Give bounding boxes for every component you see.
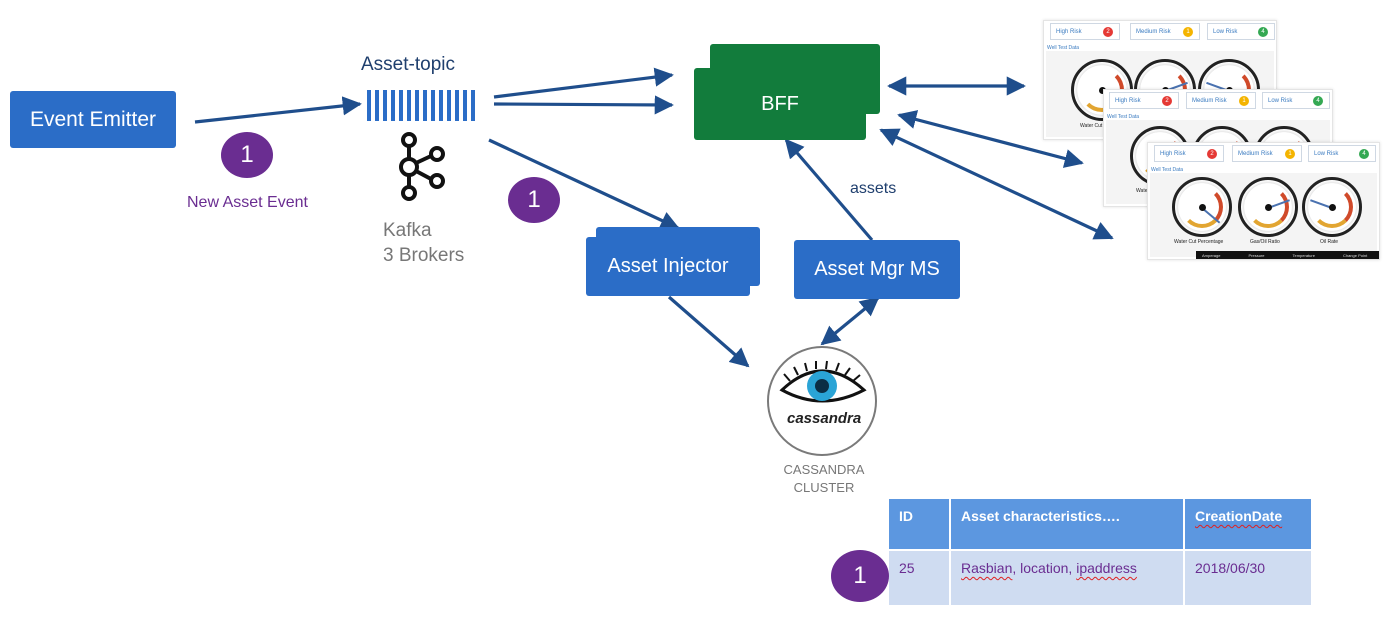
low-risk-count: 4 <box>1359 149 1369 159</box>
high-risk-count: 2 <box>1103 27 1113 37</box>
medium-risk-chip: Medium Risk 1 <box>1130 23 1200 40</box>
asset-table: ID Asset characteristics…. CreationDate … <box>887 497 1313 607</box>
cassandra-cluster-line1: CASSANDRA <box>783 462 865 477</box>
table-header-id: ID <box>889 499 949 549</box>
high-risk-chip: High Risk 2 <box>1050 23 1120 40</box>
edge-cassandra-to-mgr <box>820 296 880 346</box>
cassandra-cluster-label: CASSANDRA CLUSTER <box>779 461 869 497</box>
medium-risk-label: Medium Risk <box>1238 150 1273 157</box>
kafka-name: Kafka <box>383 220 432 241</box>
edge-topic-to-bff-2 <box>493 95 674 115</box>
edge-emitter-to-topic <box>194 96 362 124</box>
high-risk-count: 2 <box>1162 96 1172 106</box>
kafka-label: Kafka 3 Brokers <box>383 218 464 268</box>
step-badge-row: 1 <box>831 550 889 602</box>
high-risk-label: High Risk <box>1056 28 1082 35</box>
asset-injector-node: Asset Injector <box>586 237 750 296</box>
step-badge-inject: 1 <box>508 177 560 223</box>
characteristics-os: Rasbian <box>961 560 1013 576</box>
bff-label: BFF <box>761 92 799 115</box>
asset-mgr-ms-label: Asset Mgr MS <box>814 258 940 280</box>
assets-edge-label: assets <box>850 180 897 197</box>
gauge-icon <box>1238 177 1298 237</box>
edge-injector-to-cassandra <box>667 295 750 368</box>
low-risk-count: 4 <box>1258 27 1268 37</box>
gauge-caption-water-cut: Water Cut Percentage <box>1174 239 1224 245</box>
characteristics-location: , location, <box>1012 560 1077 576</box>
medium-risk-label: Medium Risk <box>1192 97 1227 104</box>
low-risk-chip: Low Risk 4 <box>1308 145 1376 162</box>
well-test-data-title: Well Test Data <box>1047 45 1080 51</box>
gauge-caption-oil-rate: Oil Rate <box>1320 239 1339 245</box>
high-risk-label: High Risk <box>1115 97 1141 104</box>
medium-risk-chip: Medium Risk 1 <box>1232 145 1302 162</box>
legend-amperage: Amperage <box>1202 252 1221 258</box>
cassandra-cluster-line2: CLUSTER <box>793 480 855 495</box>
creation-date-text: CreationDate <box>1195 508 1283 524</box>
dashboard-legend-bar: Amperage Pressure Temperature Change Poi… <box>1196 251 1379 259</box>
topic-queue-icon <box>367 90 475 121</box>
medium-risk-count: 1 <box>1239 96 1249 106</box>
table-header-row: ID Asset characteristics…. CreationDate <box>889 499 1311 549</box>
gauge-caption-partial: Water Cut Pe <box>1080 123 1110 129</box>
high-risk-chip: High Risk 2 <box>1109 92 1179 109</box>
bff-node: BFF <box>694 68 866 140</box>
medium-risk-chip: Medium Risk 1 <box>1186 92 1256 109</box>
high-risk-label: High Risk <box>1160 150 1186 157</box>
low-risk-label: Low Risk <box>1314 150 1339 157</box>
event-emitter-label: Event Emitter <box>29 107 157 131</box>
asset-topic-label: Asset-topic <box>361 54 455 75</box>
table-header-creation-date: CreationDate <box>1185 499 1311 549</box>
edge-topic-to-bff-1 <box>493 67 674 99</box>
gauge-caption-partial: Water <box>1136 188 1150 194</box>
table-cell-creation-date: 2018/06/30 <box>1185 551 1311 605</box>
legend-pressure: Pressure <box>1248 252 1265 258</box>
low-risk-label: Low Risk <box>1213 28 1238 35</box>
new-asset-event-label: New Asset Event <box>187 194 308 211</box>
edge-topic-to-injector <box>488 138 680 230</box>
event-emitter-node: Event Emitter <box>10 91 176 148</box>
legend-change-point: Change Point <box>1342 252 1368 258</box>
gauge-icon <box>1172 177 1232 237</box>
well-test-data-title: Well Test Data <box>1107 114 1140 120</box>
medium-risk-count: 1 <box>1183 27 1193 37</box>
gauge-icon <box>1302 177 1362 237</box>
medium-risk-count: 1 <box>1285 149 1295 159</box>
medium-risk-label: Medium Risk <box>1136 28 1171 35</box>
table-header-characteristics: Asset characteristics…. <box>951 499 1183 549</box>
well-test-data-title: Well Test Data <box>1151 167 1184 173</box>
gauge-caption-gas-oil: Gas/Oil Ratio <box>1250 239 1280 245</box>
table-cell-id: 25 <box>889 551 949 605</box>
low-risk-label: Low Risk <box>1268 97 1293 104</box>
kafka-icon <box>399 132 445 201</box>
characteristics-ip: ipaddress <box>1076 560 1137 576</box>
high-risk-chip: High Risk 2 <box>1154 145 1224 162</box>
dashboard-panel: Water Cut Percentage Gas/Oil Ratio Oil R… <box>1150 173 1377 257</box>
asset-injector-label: Asset Injector <box>607 255 729 277</box>
low-risk-count: 4 <box>1313 96 1323 106</box>
table-cell-characteristics: Rasbian, location, ipaddress <box>951 551 1183 605</box>
edge-bff-to-dashboard-3 <box>879 128 1114 240</box>
step-badge-emit: 1 <box>221 132 273 178</box>
low-risk-chip: Low Risk 4 <box>1207 23 1275 40</box>
high-risk-count: 2 <box>1207 149 1217 159</box>
asset-mgr-ms-node: Asset Mgr MS <box>794 240 960 299</box>
legend-temperature: Temperature <box>1292 252 1315 258</box>
low-risk-chip: Low Risk 4 <box>1262 92 1330 109</box>
cassandra-logo-text: cassandra <box>787 410 862 427</box>
cassandra-eye-logo <box>767 346 877 456</box>
dashboard-3: High Risk 2 Medium Risk 1 Low Risk 4 Well T… <box>1147 142 1380 260</box>
table-row: 25 Rasbian, location, ipaddress 2018/06/… <box>889 551 1311 605</box>
kafka-brokers: 3 Brokers <box>383 245 465 266</box>
edge-mgr-to-bff <box>784 138 874 242</box>
